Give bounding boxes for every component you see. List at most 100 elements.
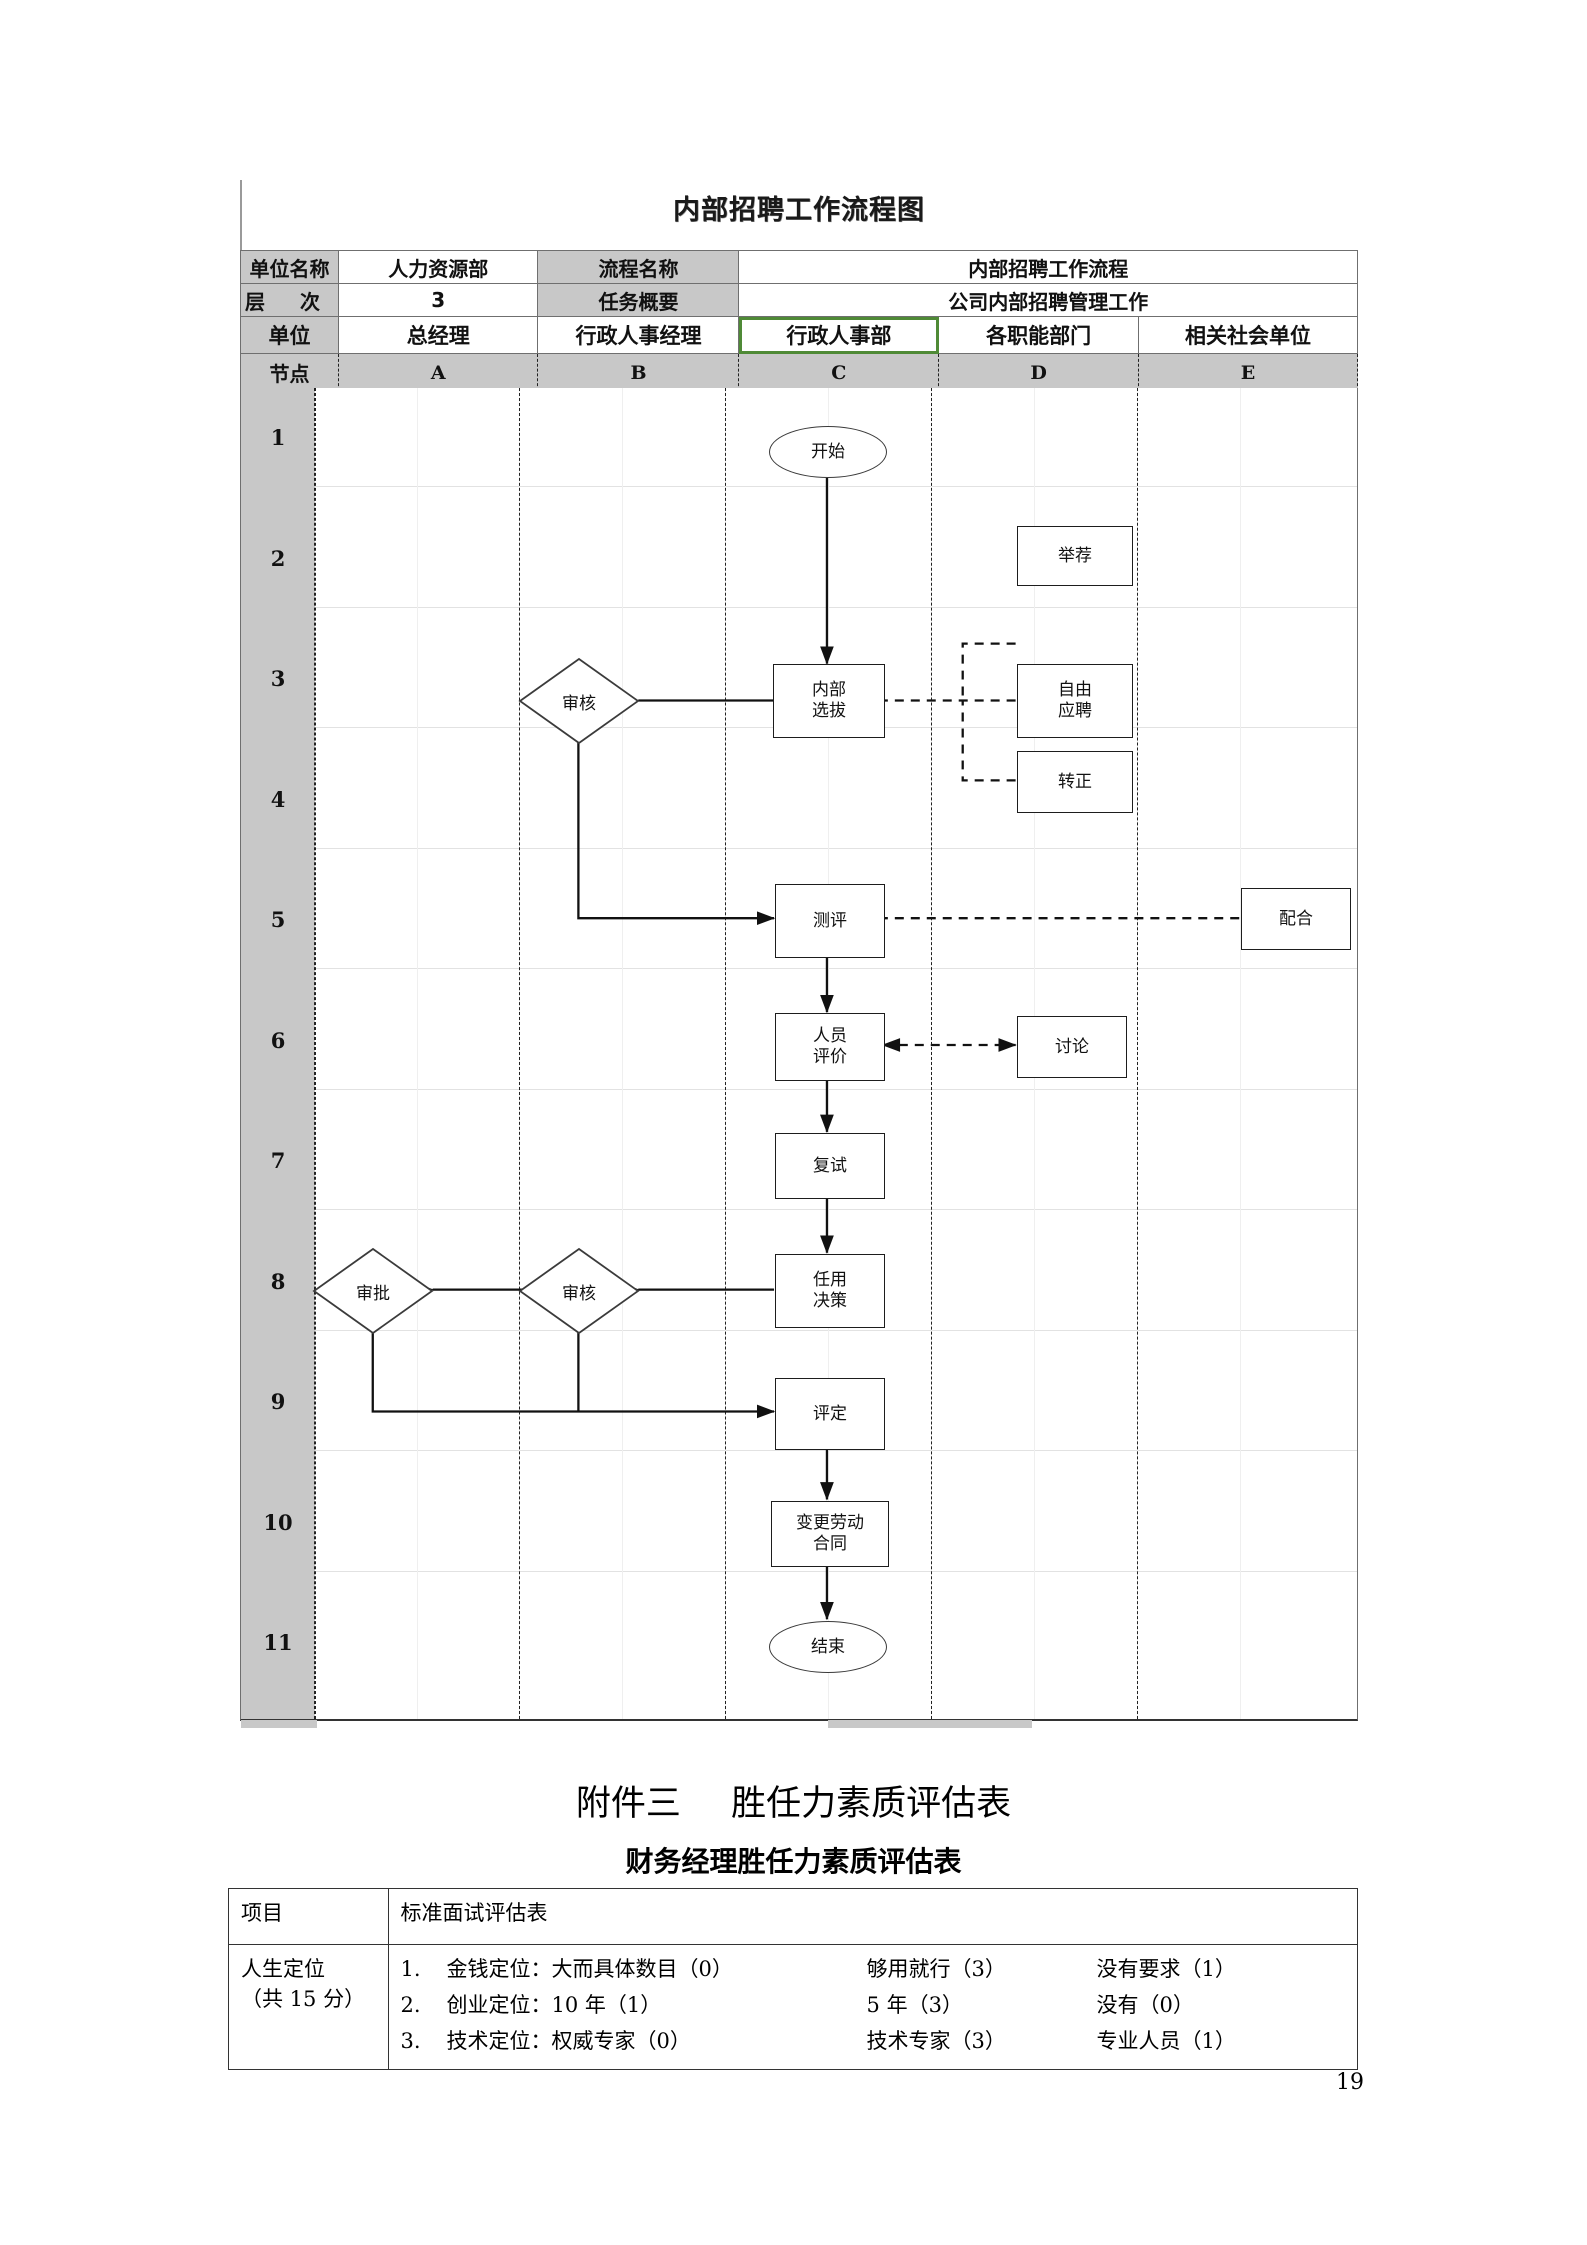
node-review-2[interactable]: 审核 <box>517 1246 641 1336</box>
lane-header-e[interactable]: 相关社会单位 <box>1138 316 1358 354</box>
item-option-2: 技术专家（3） <box>866 2029 1006 2053</box>
eval-row-item-title: 人生定位 <box>241 1957 325 1981</box>
eval-row-options-cell: 1. 金钱定位：大而具体数目（0） 够用就行（3） 没有要求（1） 2. 创业定… <box>387 1944 1359 2070</box>
sheet-left-rule <box>240 180 242 250</box>
lane-header-c-selected[interactable]: 行政人事部 <box>738 316 940 354</box>
level-value: 3 <box>337 283 539 317</box>
item-number: 2. <box>400 1993 421 2017</box>
lane-node-row: 节点 A B C D E <box>240 353 1358 392</box>
node-review-2-label: 审核 <box>562 1283 596 1304</box>
eval-header-item: 项目 <box>228 1888 389 1945</box>
node-internal-selection[interactable]: 内部选拔 <box>773 664 885 738</box>
lane-unit-row: 单位 总经理 行政人事经理 行政人事部 各职能部门 相关社会单位 <box>240 316 1358 354</box>
meta-row-1: 单位名称 人力资源部 流程名称 内部招聘工作流程 <box>240 250 1358 284</box>
node-recommend[interactable]: 举荐 <box>1017 526 1133 586</box>
evaluation-table-header-row: 项目 标准面试评估表 <box>228 1888 1359 1945</box>
row-separator <box>315 968 1357 969</box>
node-letter-d: D <box>938 353 1140 392</box>
eval-row-item-subtitle: （共 15 分） <box>241 1987 366 2011</box>
lane-separator <box>931 388 932 1719</box>
row-separator <box>315 486 1357 487</box>
row-separator <box>315 1330 1357 1331</box>
meta-row-2: 层 次 3 任务概要 公司内部招聘管理工作 <box>240 283 1358 317</box>
item-option-1: 技术定位：权威专家（0） <box>446 2029 691 2053</box>
list-item: 1. 金钱定位：大而具体数目（0） 够用就行（3） 没有要求（1） <box>401 1953 1345 1983</box>
task-summary-label: 任务概要 <box>537 283 740 317</box>
node-end[interactable]: 结束 <box>769 1621 887 1673</box>
row-number-4: 4 <box>270 787 286 812</box>
evaluation-table: 项目 标准面试评估表 人生定位 （共 15 分） 1. 金钱定位：大而具体数目（… <box>228 1888 1359 2070</box>
row-separator <box>315 1450 1357 1451</box>
row-separator <box>315 1209 1357 1210</box>
lane-header-b[interactable]: 行政人事经理 <box>537 316 740 354</box>
eval-row-item-cell: 人生定位 （共 15 分） <box>228 1944 389 2070</box>
node-column-label: 节点 <box>240 353 339 392</box>
node-free-application[interactable]: 自由应聘 <box>1017 664 1133 738</box>
flowchart-shapes: 开始 举荐 审核 内部选拔 自由应聘 转正 测评 <box>241 388 1357 1719</box>
node-contract-change-label: 变更劳动合同 <box>796 1513 864 1554</box>
unit-name-value: 人力资源部 <box>337 250 539 284</box>
node-letter-a: A <box>337 353 539 392</box>
item-option-3: 专业人员（1） <box>1096 2029 1236 2053</box>
row-separator <box>315 1089 1357 1090</box>
node-appointment-decision-label: 任用决策 <box>813 1270 847 1311</box>
node-staff-evaluation[interactable]: 人员评价 <box>775 1013 885 1081</box>
item-option-1: 金钱定位：大而具体数目（0） <box>446 1957 733 1981</box>
list-item: 2. 创业定位：10 年（1） 5 年（3） 没有（0） <box>401 1989 1345 2019</box>
task-summary-value: 公司内部招聘管理工作 <box>738 283 1358 317</box>
row-number-11: 11 <box>263 1630 293 1655</box>
node-number-gutter: 1 2 3 4 5 6 7 8 9 10 11 <box>241 388 315 1719</box>
row-number-2: 2 <box>270 546 286 571</box>
row-number-7: 7 <box>270 1148 286 1173</box>
node-free-application-label: 自由应聘 <box>1058 680 1092 721</box>
row-separator <box>315 1571 1357 1572</box>
node-cooperation[interactable]: 配合 <box>1241 888 1351 950</box>
row-number-6: 6 <box>270 1028 286 1053</box>
node-appointment-decision[interactable]: 任用决策 <box>775 1254 885 1328</box>
lane-separator <box>1137 388 1138 1719</box>
row-separator <box>315 607 1357 608</box>
node-contract-change[interactable]: 变更劳动合同 <box>771 1501 889 1567</box>
item-number: 1. <box>400 1957 421 1981</box>
row-number-5: 5 <box>270 907 286 932</box>
appendix-heading-main: 胜任力素质评估表 <box>731 1784 1012 1824</box>
eval-header-standard: 标准面试评估表 <box>387 1888 1359 1945</box>
node-regularization[interactable]: 转正 <box>1017 751 1133 813</box>
node-staff-evaluation-label: 人员评价 <box>813 1026 847 1067</box>
row-number-8: 8 <box>270 1269 286 1294</box>
item-option-1: 创业定位：10 年（1） <box>446 1993 662 2017</box>
node-start[interactable]: 开始 <box>769 426 887 478</box>
node-assessment[interactable]: 测评 <box>775 884 885 958</box>
node-review-1-label: 审核 <box>562 693 596 714</box>
grid-line <box>417 388 418 1719</box>
item-option-2: 5 年（3） <box>866 1993 963 2017</box>
table-row: 人生定位 （共 15 分） 1. 金钱定位：大而具体数目（0） 够用就行（3） … <box>228 1944 1359 2070</box>
flowchart-connectors <box>371 477 1240 1621</box>
item-option-3: 没有（0） <box>1096 1993 1194 2017</box>
node-review-1[interactable]: 审核 <box>517 656 641 746</box>
swimlane-body: 1 2 3 4 5 6 7 8 9 10 11 <box>240 388 1358 1728</box>
node-approval[interactable]: 审批 <box>311 1246 435 1336</box>
node-approval-label: 审批 <box>356 1283 390 1304</box>
node-rating[interactable]: 评定 <box>775 1378 885 1450</box>
node-second-interview[interactable]: 复试 <box>775 1133 885 1199</box>
lane-separator <box>315 388 316 1719</box>
item-option-2: 够用就行（3） <box>866 1957 1006 1981</box>
node-letter-b: B <box>537 353 740 392</box>
list-item: 3. 技术定位：权威专家（0） 技术专家（3） 专业人员（1） <box>401 2025 1345 2055</box>
node-internal-selection-label: 内部选拔 <box>812 680 846 721</box>
process-name-label: 流程名称 <box>537 250 740 284</box>
row-number-1: 1 <box>270 425 286 450</box>
appendix-heading-prefix: 附件三 <box>575 1784 681 1824</box>
unit-column-label: 单位 <box>240 316 339 354</box>
lane-header-d[interactable]: 各职能部门 <box>938 316 1140 354</box>
flowchart-header-table: 单位名称 人力资源部 流程名称 内部招聘工作流程 层 次 3 任务概要 公司内部… <box>240 250 1358 392</box>
lane-header-a[interactable]: 总经理 <box>337 316 539 354</box>
flowchart-title: 内部招聘工作流程图 <box>673 195 925 226</box>
node-discussion[interactable]: 讨论 <box>1017 1016 1127 1078</box>
row-number-9: 9 <box>270 1389 286 1414</box>
node-letter-e: E <box>1138 353 1358 392</box>
appendix-heading: 附件三 胜任力素质评估表 <box>0 1775 1587 1826</box>
lane-separator <box>725 388 726 1719</box>
